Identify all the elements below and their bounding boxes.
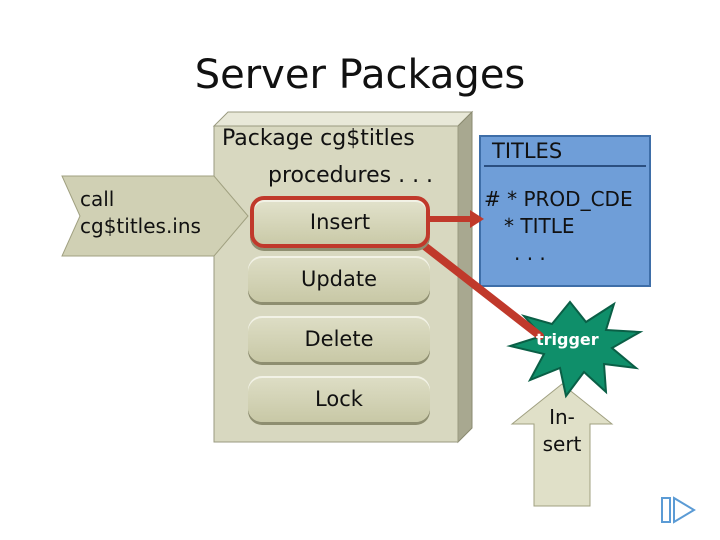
lock-procedure-button[interactable]: Lock: [248, 376, 430, 422]
insert-event-line-2: sert: [542, 432, 582, 456]
next-slide-icon[interactable]: [661, 496, 696, 524]
update-procedure-button[interactable]: Update: [248, 256, 430, 302]
package-name: Package cg$titles: [222, 126, 415, 151]
trigger-label: trigger: [536, 330, 599, 349]
package-box-top: [212, 111, 474, 127]
table-column: * TITLE: [504, 214, 575, 238]
procedures-label: procedures . . .: [268, 163, 434, 188]
insert-procedure-button[interactable]: Insert: [250, 196, 430, 248]
caller-arrow: [61, 175, 249, 257]
trigger-burst: [506, 300, 644, 399]
table-column: . . .: [514, 241, 546, 265]
delete-procedure-button[interactable]: Delete: [248, 316, 430, 362]
caller-label: call cg$titles.ins: [80, 186, 201, 240]
table-column: # * PROD_CDE: [484, 187, 633, 211]
caller-line-2: cg$titles.ins: [80, 214, 201, 238]
trigger-connector: [400, 226, 544, 340]
insert-event-label: In- sert: [540, 404, 584, 458]
table-box: [479, 135, 651, 287]
slide-title: Server Packages: [194, 52, 526, 98]
caller-line-1: call: [80, 187, 115, 211]
table-columns: # * PROD_CDE * TITLE . . .: [484, 186, 633, 267]
insert-event-line-1: In-: [549, 405, 575, 429]
table-name: TITLES: [492, 139, 563, 163]
insert-to-table-head: [470, 210, 484, 228]
